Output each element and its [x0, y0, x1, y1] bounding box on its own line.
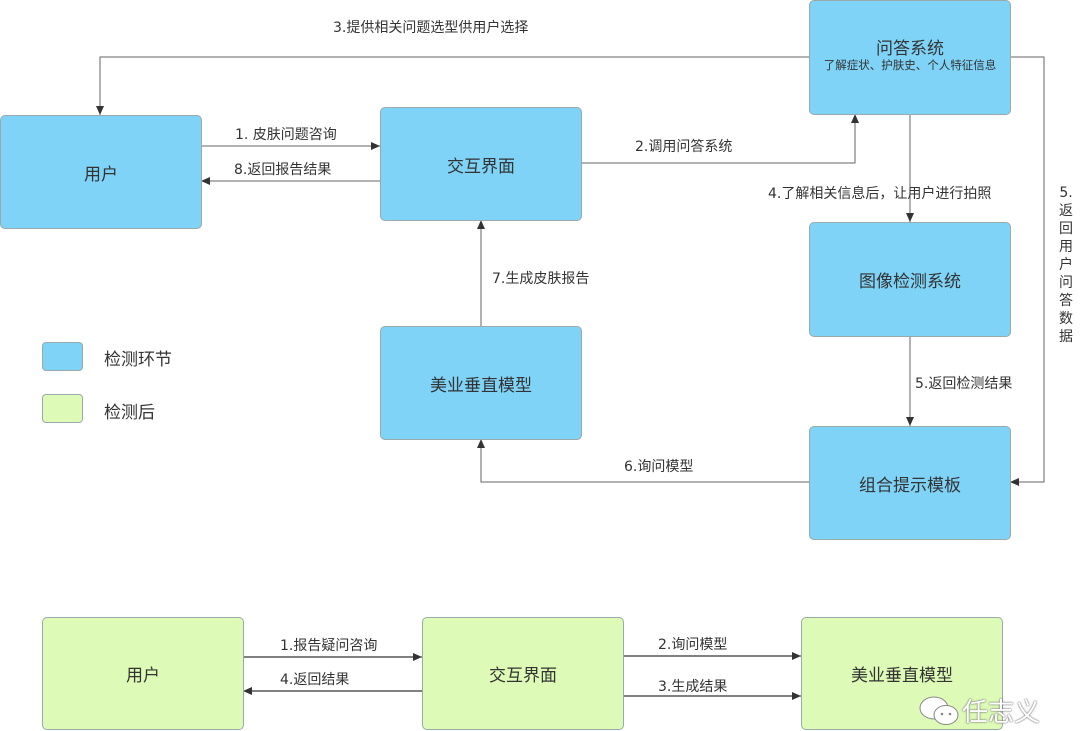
legend-label: 检测后	[104, 403, 155, 423]
edge-label: 4.返回结果	[280, 672, 350, 688]
node-label: 问答系统	[876, 38, 944, 59]
legend-swatch-after	[42, 394, 83, 423]
node-qa-system: 问答系统了解症状、护肤史、个人特征信息	[809, 0, 1011, 115]
node-user: 用户	[0, 115, 202, 229]
node-label: 美业垂直模型	[430, 375, 532, 396]
edge-label: 5.返回用户问答数据	[1059, 185, 1073, 345]
node-label: 用户	[126, 666, 160, 686]
edge-label: 2.调用问答系统	[635, 139, 733, 155]
node-label: 图像检测系统	[859, 272, 961, 292]
edge-label: 1. 皮肤问题咨询	[235, 127, 337, 143]
edge-label: 2.询问模型	[658, 637, 728, 653]
node-sublabel: 了解症状、护肤史、个人特征信息	[823, 57, 997, 72]
edge-5a	[1010, 56, 1045, 486]
bottom-node-beauty-model: 美业垂直模型	[801, 617, 1003, 730]
edge-label: 3.生成结果	[658, 679, 728, 695]
edge-6	[477, 439, 809, 483]
node-label: 美业垂直模型	[851, 666, 953, 686]
edge-label: 6.询问模型	[624, 459, 694, 475]
node-prompt-template: 组合提示模板	[809, 426, 1011, 540]
node-label: 交互界面	[447, 156, 515, 177]
edge-label: 1.报告疑问咨询	[280, 638, 378, 654]
edge-3	[96, 56, 809, 115]
edge-label: 5.返回检测结果	[915, 376, 1013, 392]
edge-label: 7.生成皮肤报告	[492, 271, 590, 287]
wechat-icon	[919, 696, 959, 725]
watermark: 任志义	[918, 692, 1040, 729]
node-beauty-model: 美业垂直模型	[380, 326, 582, 440]
watermark-text: 任志义	[962, 698, 1041, 728]
legend-label: 检测环节	[104, 350, 172, 370]
edge-label: 3.提供相关问题选型供用户选择	[333, 20, 529, 36]
edge-label: 4.了解相关信息后，让用户进行拍照	[768, 186, 992, 202]
node-ui: 交互界面	[380, 107, 582, 221]
node-label: 用户	[84, 164, 118, 185]
legend-swatch-stage	[42, 342, 83, 371]
bottom-node-user: 用户	[42, 617, 244, 730]
edge-label: 8.返回报告结果	[234, 162, 332, 178]
node-label: 组合提示模板	[859, 475, 961, 496]
node-label: 交互界面	[489, 666, 557, 686]
edge-2	[581, 114, 859, 164]
bottom-node-ui: 交互界面	[422, 617, 624, 730]
node-image-detection: 图像检测系统	[809, 222, 1011, 337]
